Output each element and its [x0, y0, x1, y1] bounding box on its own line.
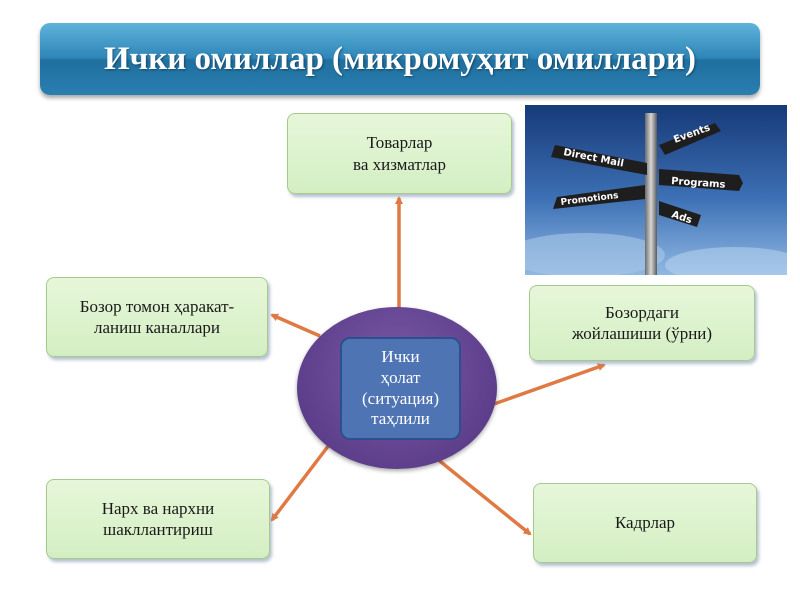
arrow-to-channels: [270, 313, 321, 338]
node-goods-services: Товарлар ва хизматлар: [287, 113, 512, 194]
node-staff-label: Кадрлар: [614, 513, 676, 533]
node-market-channels-label: Бозор томон ҳаракат- ланиш каналлари: [79, 296, 235, 337]
signpost-photo: Events Direct Mail Programs Promotions A…: [525, 105, 787, 275]
center-label: Ички ҳолат (ситуация) таҳлили: [361, 347, 439, 429]
sign-programs: Programs: [659, 169, 743, 191]
page-title: Ички омиллар (микромуҳит омиллари): [104, 40, 696, 77]
arrow-to-staff: [434, 456, 532, 536]
node-pricing-label: Нарх ва нархни шакллантириш: [101, 498, 215, 539]
node-staff: Кадрлар: [533, 483, 757, 563]
node-pricing: Нарх ва нархни шакллантириш: [46, 479, 270, 559]
node-market-channels: Бозор томон ҳаракат- ланиш каналлари: [46, 277, 268, 357]
sign-programs-label: Programs: [671, 176, 726, 191]
arrow-to-position: [493, 363, 606, 406]
center-label-box: Ички ҳолат (ситуация) таҳлили: [340, 337, 461, 440]
node-market-position: Бозордаги жойлашиши (ўрни): [529, 285, 755, 361]
node-goods-services-label: Товарлар ва хизматлар: [353, 133, 446, 174]
title-banner: Ички омиллар (микромуҳит омиллари): [40, 23, 760, 95]
node-market-position-label: Бозордаги жойлашиши (ўрни): [571, 302, 713, 343]
arrow-to-pricing: [270, 443, 331, 522]
